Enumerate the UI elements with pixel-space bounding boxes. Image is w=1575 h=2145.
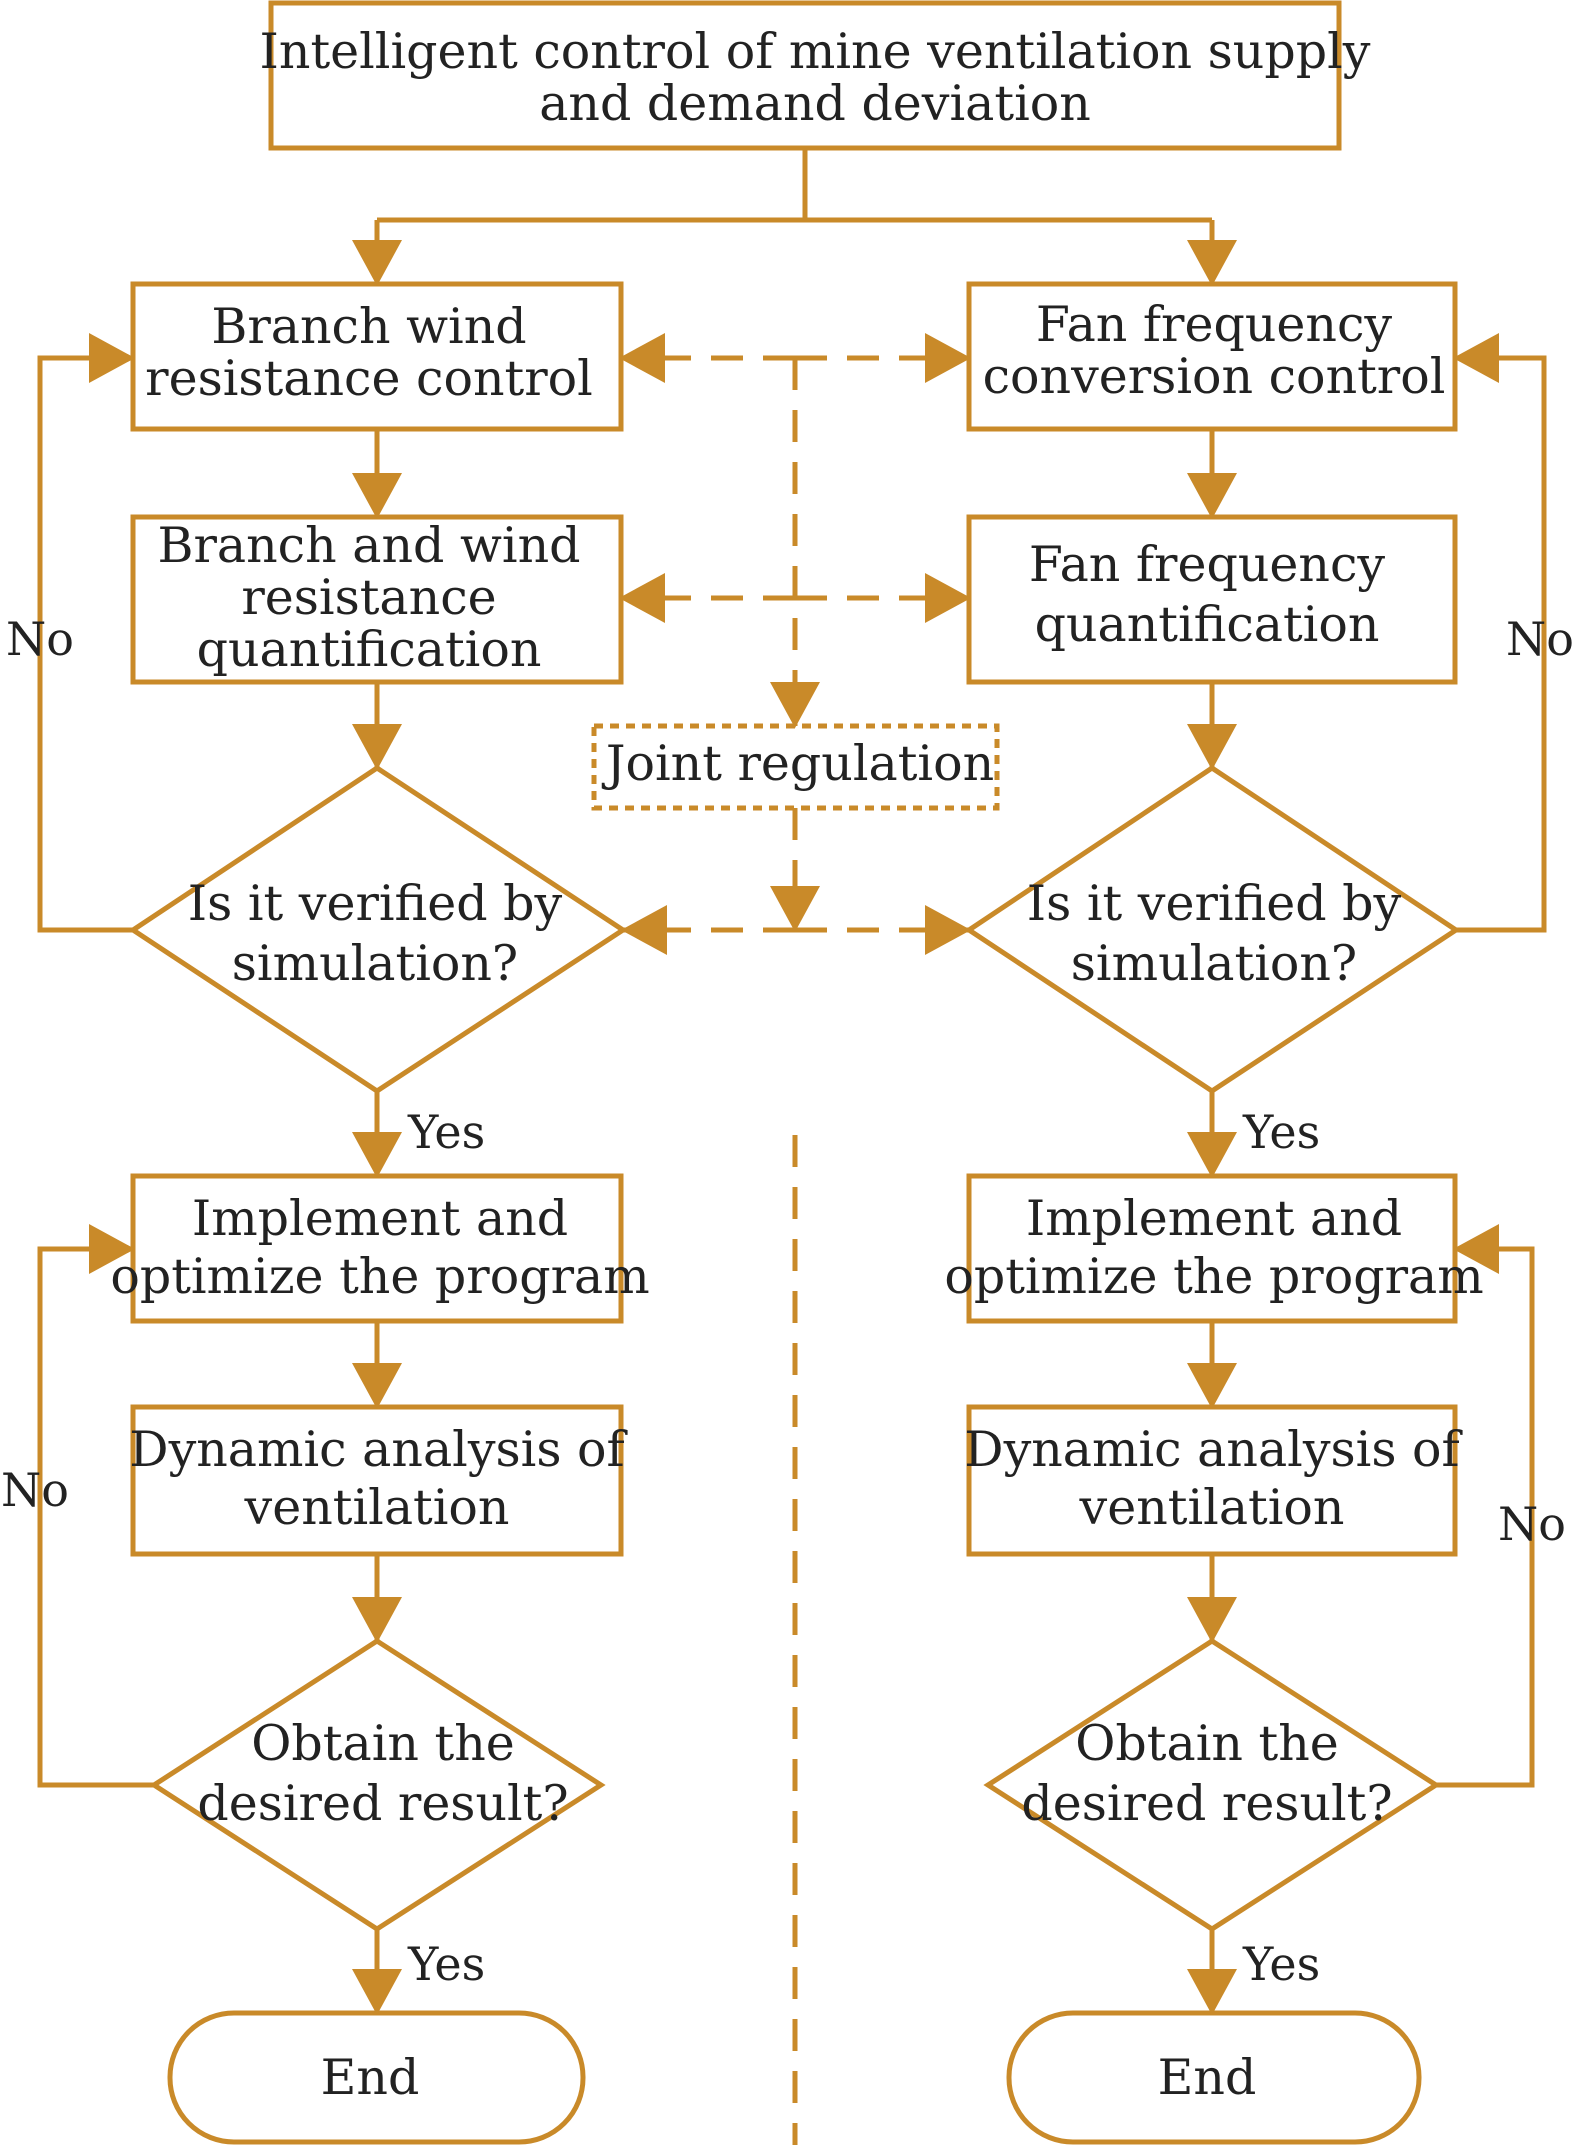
top-title-line-2: and demand deviation [539,75,1091,132]
left-dynamic-line-2: ventilation [244,1479,510,1536]
left-quant-line-1: Branch and wind [157,517,580,574]
right-verify-line-1: Is it verified by [1027,875,1402,932]
right-end-label: End [1158,2049,1257,2106]
left-obtain-no-loop [37,1224,154,1788]
right-upper-no-label: No [1506,612,1574,666]
right-obtain-no-loop [1436,1224,1535,1788]
left-end-label: End [321,2049,420,2106]
left-obtain-line-1: Obtain the [251,1715,515,1772]
right-obtain-line-1: Obtain the [1075,1715,1339,1772]
right-verify-line-2: simulation? [1071,935,1357,992]
left-upper-no-label: No [6,612,74,666]
right-dynamic-line-1: Dynamic analysis of [964,1421,1463,1478]
left-verify-no-loop [37,333,135,933]
left-quant-line-2: resistance [241,569,496,626]
left-verify-line-1: Is it verified by [188,875,563,932]
right-lower-no-label: No [1498,1497,1566,1551]
right-verify-no-loop [1453,333,1547,933]
left-dynamic-line-1: Dynamic analysis of [129,1421,628,1478]
right-obtain-line-2: desired result? [1021,1775,1392,1832]
left-implement-line-1: Implement and [192,1190,568,1247]
left-obtain-line-2: desired result? [197,1775,568,1832]
right-quant-line-1: Fan frequency [1029,536,1386,593]
left-obtain-yes-label: Yes [407,1937,485,1991]
right-control-line-2: conversion control [983,348,1446,405]
right-implement-line-1: Implement and [1026,1190,1402,1247]
right-control-line-1: Fan frequency [1036,296,1393,353]
left-lower-no-label: No [1,1463,69,1517]
joint-regulation-label: Joint regulation [601,735,994,792]
joint-regulation-box [591,723,1000,811]
left-implement-line-2: optimize the program [110,1248,649,1305]
right-quant-line-2: quantification [1035,596,1380,653]
top-title-line-1: Intelligent control of mine ventilation … [260,23,1371,80]
left-verify-line-2: simulation? [232,935,518,992]
left-quant-line-3: quantification [197,621,542,678]
right-obtain-yes-label: Yes [1242,1937,1320,1991]
right-dynamic-line-2: ventilation [1079,1479,1345,1536]
left-verify-yes-label: Yes [407,1105,485,1159]
left-control-line-2: resistance control [145,350,593,407]
left-control-line-1: Branch wind [211,298,526,355]
right-implement-line-2: optimize the program [944,1248,1483,1305]
right-verify-yes-label: Yes [1242,1105,1320,1159]
